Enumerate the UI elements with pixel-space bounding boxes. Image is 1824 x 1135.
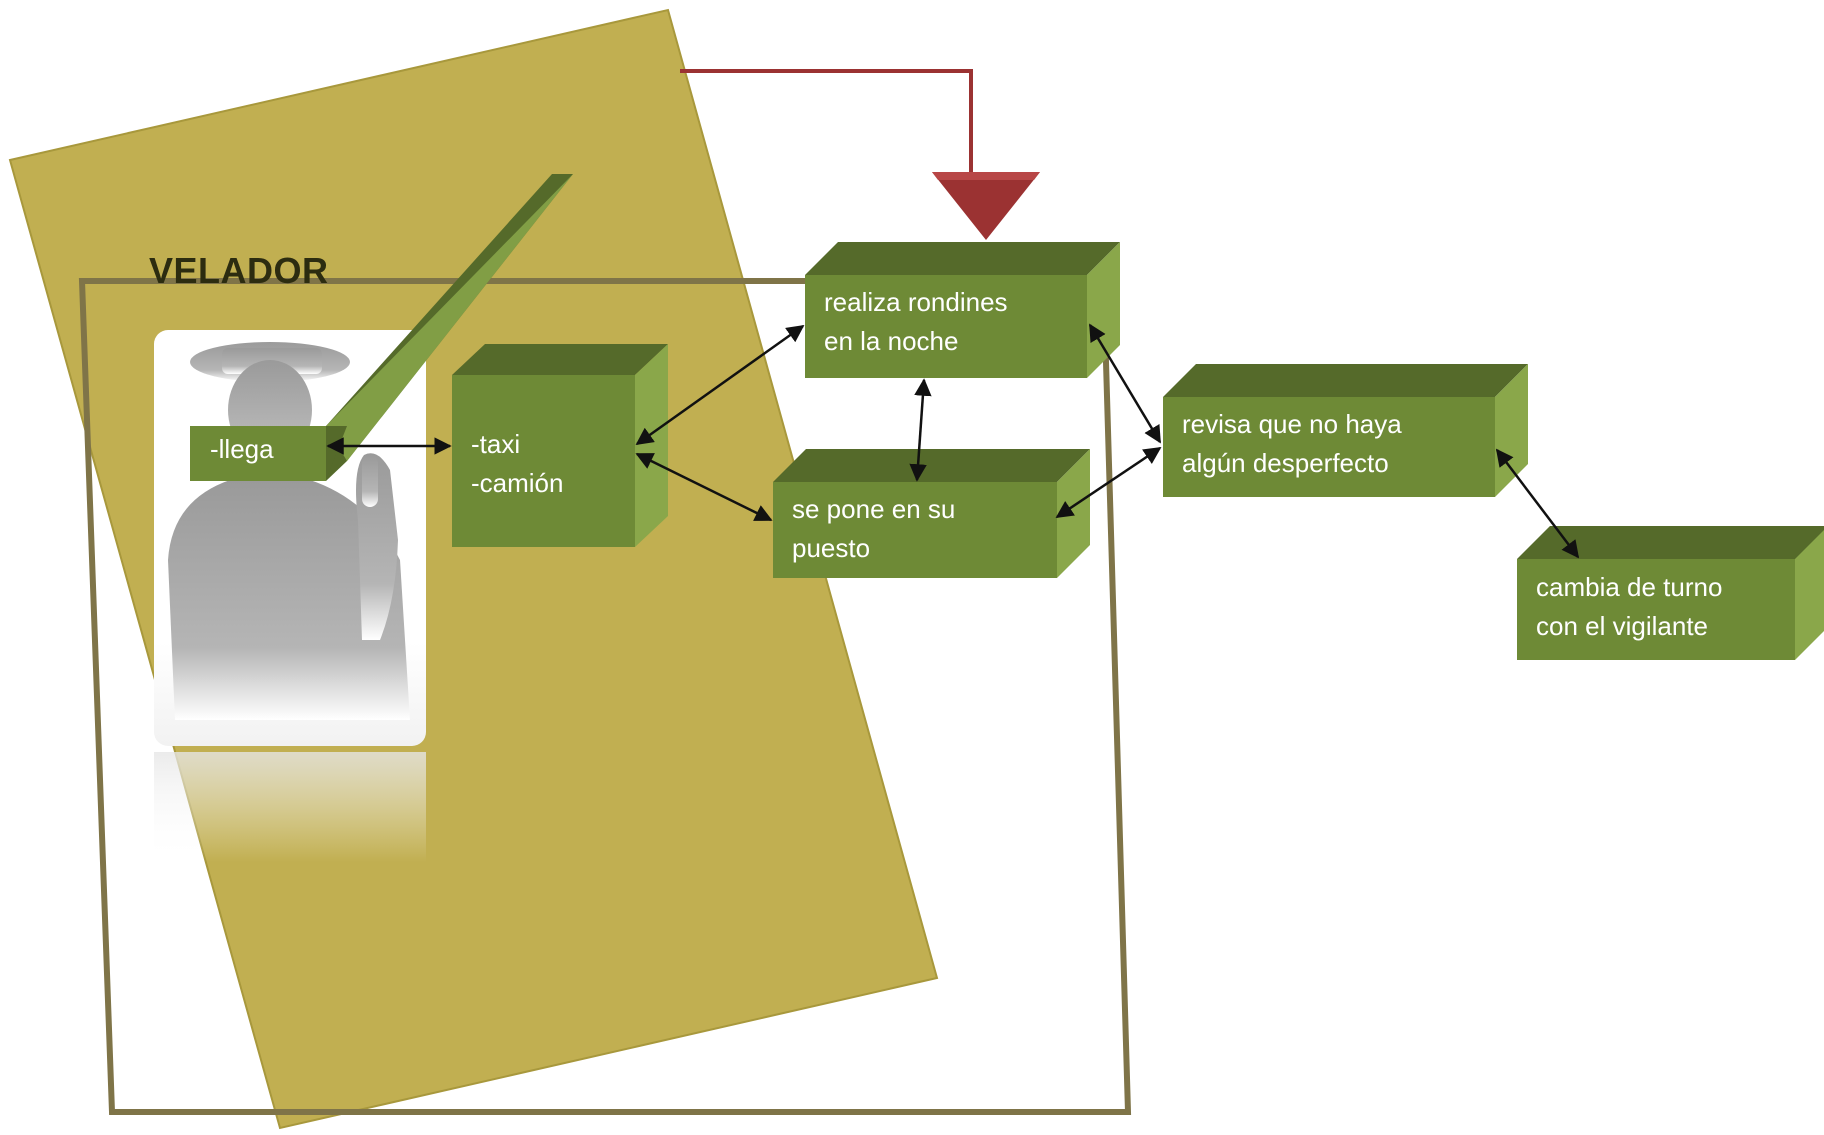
box-turno (1517, 526, 1824, 660)
diagram-title: VELADOR (149, 250, 329, 291)
connector-puesto-revisa (1055, 446, 1162, 519)
connector-transporte-rondines (635, 324, 805, 446)
label-revisa: revisa que no haya algún desperfecto (1182, 409, 1402, 478)
connector-revisa-turno (1495, 448, 1580, 559)
label-turno: cambia de turno con el vigilante (1536, 572, 1723, 641)
label-puesto: se pone en su puesto (792, 494, 956, 563)
security-guard-silhouette-icon (168, 342, 410, 720)
label-llega: -llega (210, 434, 274, 464)
connectors (326, 323, 1580, 559)
connector-transporte-puesto (635, 452, 773, 522)
label-rondines: realiza rondines en la noche (824, 287, 1008, 356)
box-rondines (805, 242, 1120, 378)
label-transporte: -taxi -camión (471, 429, 564, 498)
box-transporte (452, 344, 668, 547)
box-llega (190, 174, 573, 481)
diagram-frame (78, 278, 1132, 1115)
connector-rondines-puesto (909, 378, 932, 482)
connector-rondines-revisa (1088, 323, 1162, 444)
feedback-arrow (680, 69, 1040, 240)
